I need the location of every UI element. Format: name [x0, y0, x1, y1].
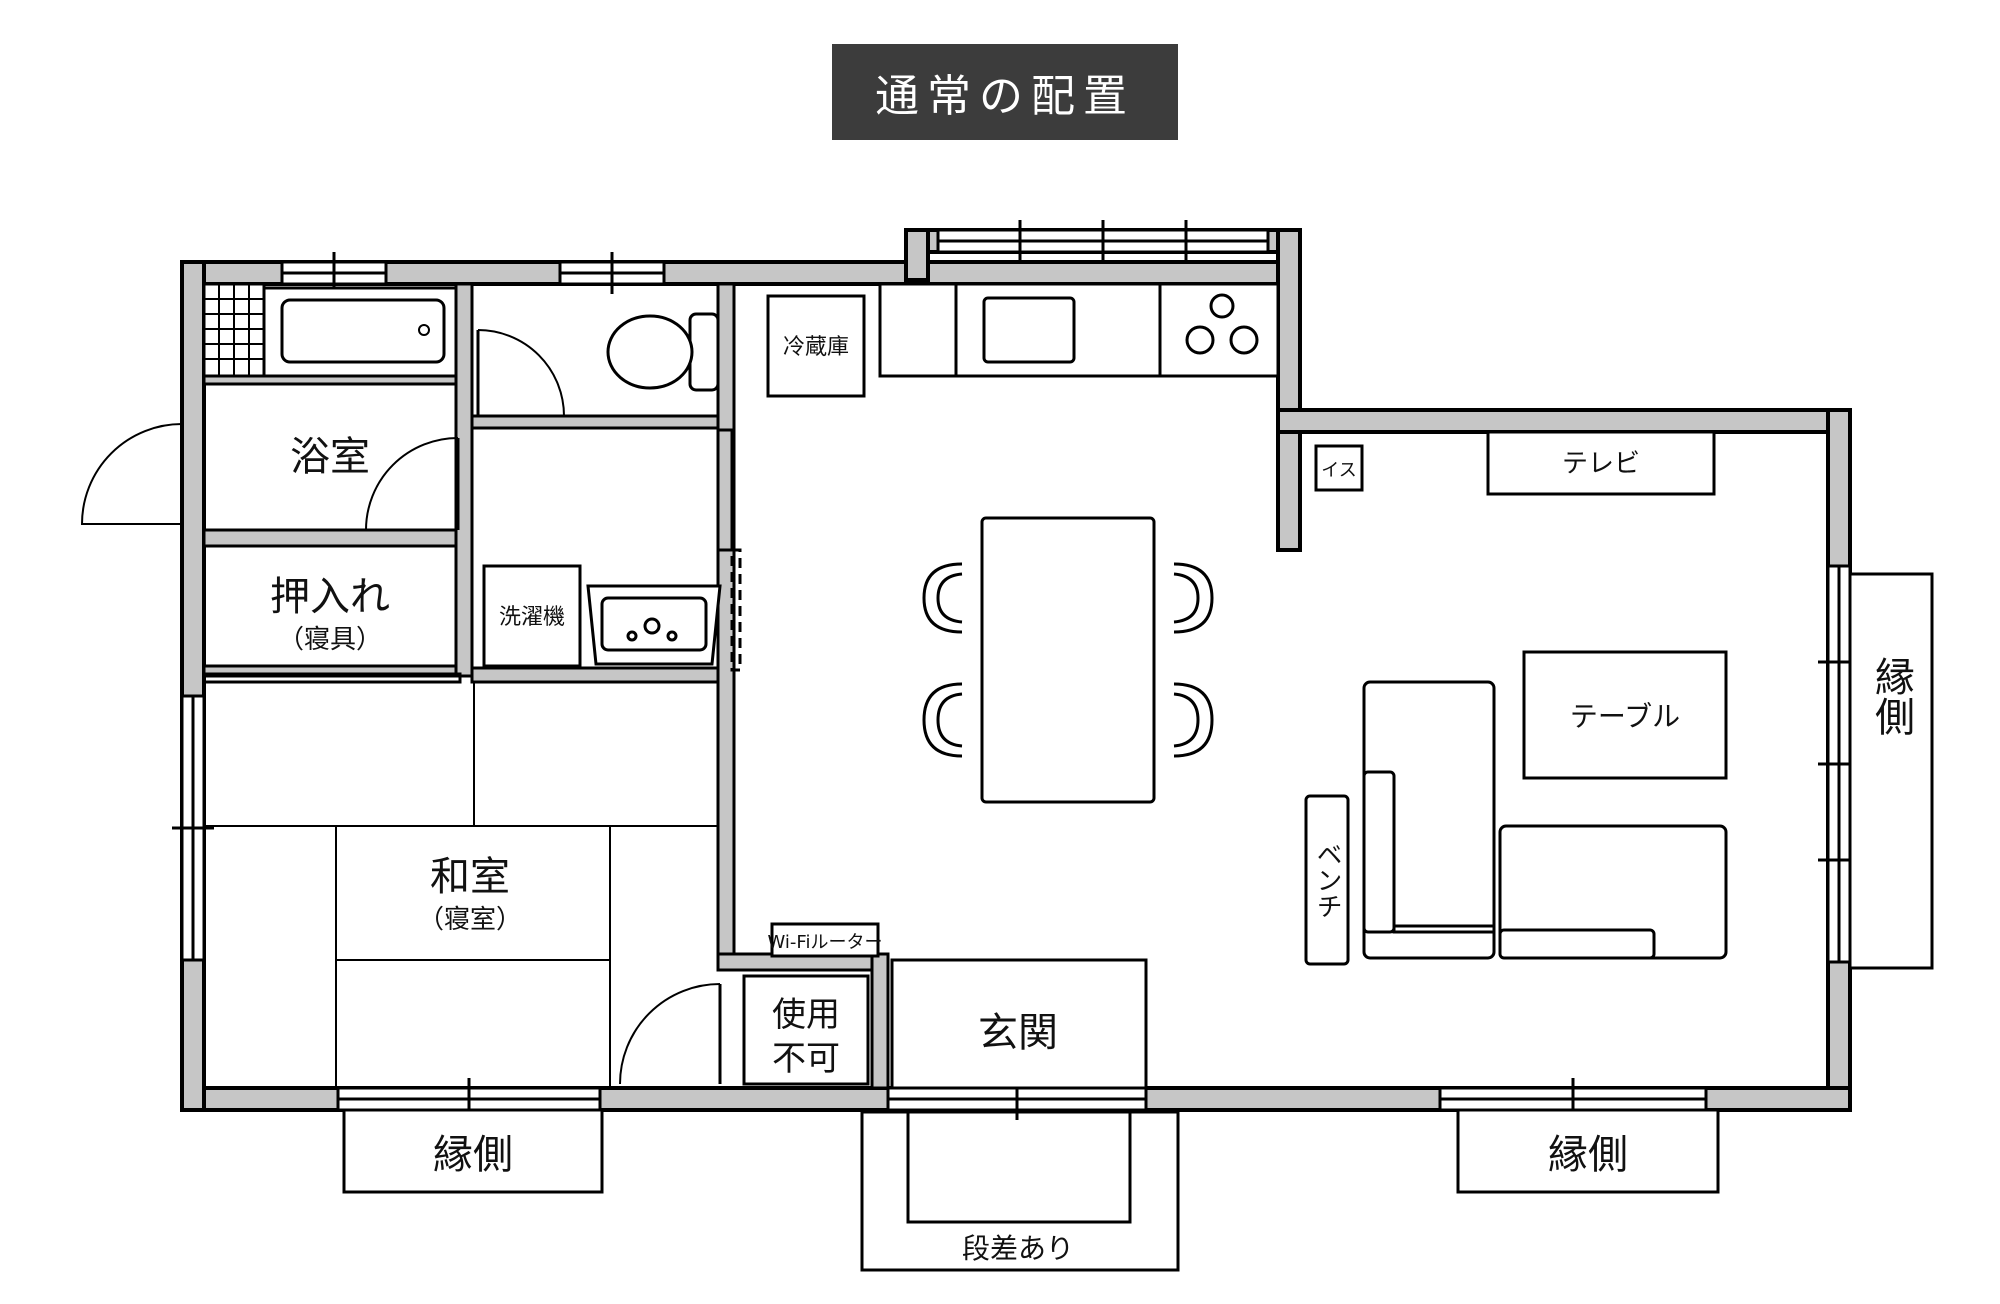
engawa-right	[1456, 1108, 1720, 1194]
label-wifi: Wi-Fiルーター	[768, 932, 883, 953]
label-table: テーブル	[1570, 700, 1680, 733]
label-washitsu: 和室	[430, 854, 510, 900]
label-bench: ベンチ	[1312, 841, 1342, 919]
kitchen-sink-icon	[982, 296, 1076, 364]
label-engawa-left: 縁側	[433, 1132, 513, 1178]
page-title: 通常の配置	[832, 44, 1178, 140]
label-engawa-right: 縁側	[1548, 1132, 1628, 1178]
tv	[1486, 430, 1716, 496]
step-area	[860, 1110, 1180, 1272]
fridge	[766, 294, 866, 398]
tatami-lines	[204, 682, 718, 1088]
engawa-east	[1848, 572, 1934, 970]
wifi-router	[770, 922, 880, 958]
label-engawa-east: 縁側	[1868, 656, 1915, 736]
sofa	[1362, 680, 1728, 960]
dining-table	[980, 516, 1156, 804]
label-closet: 押入れ	[270, 574, 390, 620]
chair	[1314, 444, 1364, 492]
dining-chair-icons	[922, 562, 1214, 758]
washer-icon	[482, 564, 582, 668]
label-fridge: 冷蔵庫	[783, 335, 849, 360]
label-tv: テレビ	[1562, 449, 1640, 479]
label-unusable-1: 使用	[772, 995, 840, 1035]
label-unusable-2: 不可	[772, 1039, 840, 1079]
label-step: 段差あり	[962, 1232, 1074, 1265]
bench	[1304, 794, 1350, 966]
sliding-doors	[202, 428, 742, 684]
label-washer: 洗濯機	[499, 605, 565, 630]
engawa-left	[342, 1108, 604, 1194]
unusable-room	[742, 974, 870, 1086]
sink-icon	[586, 584, 722, 666]
label-closet-sub: （寝具）	[278, 625, 382, 655]
label-bath: 浴室	[290, 434, 370, 480]
label-chair: イス	[1321, 460, 1356, 481]
interior-walls	[202, 282, 890, 1090]
label-washitsu-sub: （寝室）	[418, 905, 522, 935]
bath-area: 浴室	[202, 282, 458, 480]
windows	[172, 220, 1860, 1120]
coffee-table	[1522, 650, 1728, 780]
bathtub-icon	[280, 298, 446, 364]
toilet-icon	[606, 312, 720, 392]
label-entrance: 玄関	[978, 1010, 1058, 1056]
stove-icon	[1185, 293, 1259, 355]
doors	[80, 329, 722, 1085]
entrance	[890, 958, 1148, 1090]
